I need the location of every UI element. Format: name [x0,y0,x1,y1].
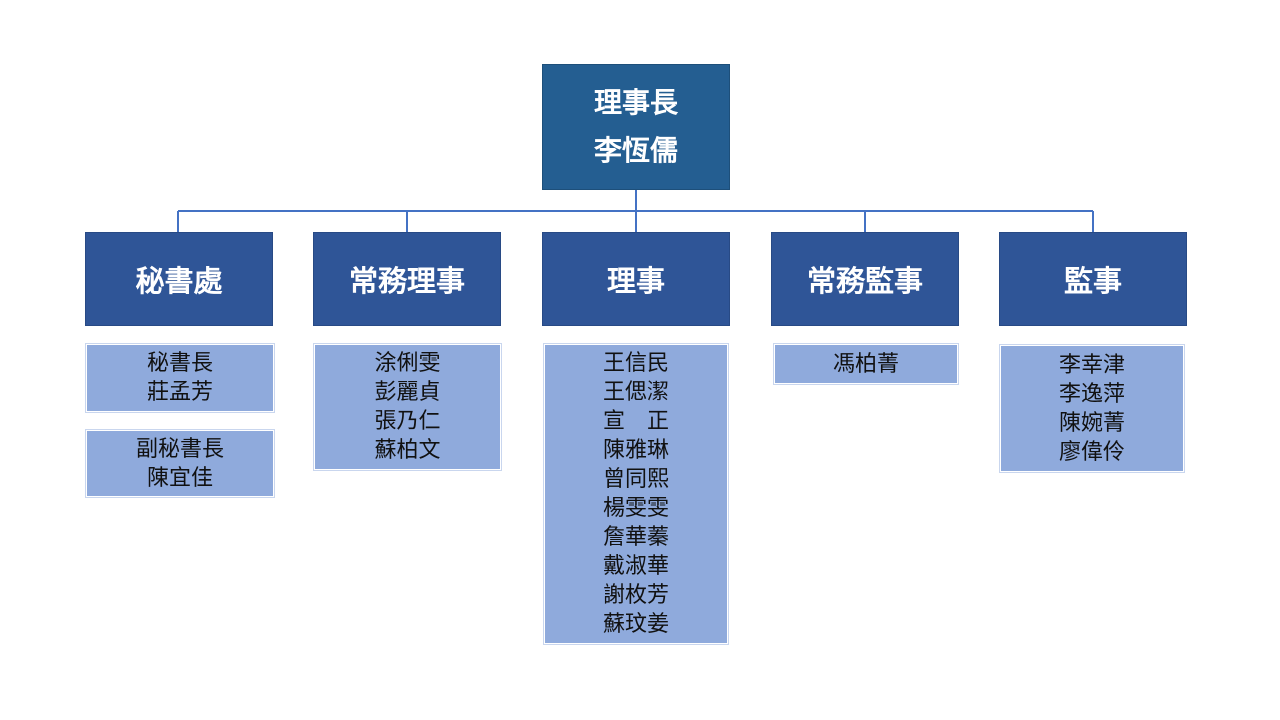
member-name: 涂俐雯 [374,351,441,376]
member-name: 陳宜佳 [146,465,213,491]
member-name: 秘書長 [146,351,213,376]
dept-head-directors: 理事 [542,232,730,326]
member-name: 楊雯雯 [602,496,669,521]
chairman-box: 理事長 李恆儒 [542,64,730,190]
dept-title: 理事 [606,264,665,298]
member-name: 李幸津 [1058,352,1125,378]
dept-head-supervisors: 監事 [999,232,1187,326]
member-name: 謝枚芳 [602,583,669,608]
member-box-supervisors: 李幸津 李逸萍 陳婉菁 廖偉伶 [999,344,1185,473]
dept-head-executive-directors: 常務理事 [313,232,501,326]
dept-title: 常務理事 [348,264,465,298]
member-name: 彭麗貞 [374,380,441,405]
member-name: 曾同熙 [602,467,669,492]
member-name: 戴淑華 [602,554,669,579]
dept-title: 監事 [1063,264,1122,298]
member-name: 蘇玟姜 [602,612,669,637]
chairman-name: 李恆儒 [593,134,678,167]
member-name: 詹華蓁 [602,525,669,550]
member-name: 馮柏菁 [832,351,899,377]
member-box-secretary-general: 秘書長 莊孟芳 [85,343,275,413]
member-box-executive-supervisor: 馮柏菁 [773,343,959,385]
member-name: 陳婉菁 [1058,410,1125,436]
dept-title: 秘書處 [135,264,223,298]
chairman-title: 理事長 [593,86,678,119]
dept-head-secretariat: 秘書處 [85,232,273,326]
member-name: 王信民 [602,351,669,376]
member-name: 廖偉伶 [1058,439,1125,465]
dept-title: 常務監事 [806,264,923,298]
member-box-directors: 王信民 王偲潔 宣 正 陳雅琳 曾同熙 楊雯雯 詹華蓁 戴淑華 謝枚芳 蘇玟姜 [543,343,729,645]
member-name: 李逸萍 [1058,381,1125,407]
member-name: 副秘書長 [135,436,224,462]
member-name: 張乃仁 [374,409,441,434]
member-box-deputy-secretary-general: 副秘書長 陳宜佳 [85,429,275,498]
member-name: 蘇柏文 [374,438,441,463]
member-box-executive-directors: 涂俐雯 彭麗貞 張乃仁 蘇柏文 [313,343,502,471]
member-name: 宣 正 [602,409,669,434]
member-name: 陳雅琳 [602,438,669,463]
member-name: 莊孟芳 [146,380,213,405]
dept-head-executive-supervisor: 常務監事 [771,232,959,326]
member-name: 王偲潔 [602,380,669,405]
